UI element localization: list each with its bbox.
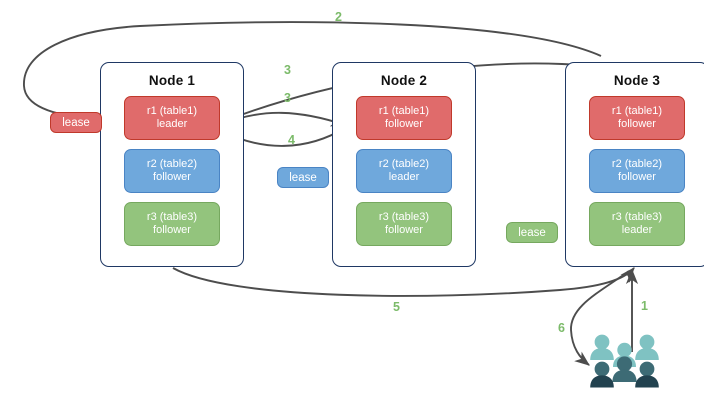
- replica-role: leader: [621, 224, 653, 236]
- replica-name: r1 (table1): [611, 104, 663, 117]
- step-label-2: 2: [335, 10, 342, 24]
- step-label-3b: 3: [284, 91, 291, 105]
- node-title: Node 2: [380, 73, 428, 88]
- node-title: Node 3: [613, 73, 661, 88]
- replica-name: r2 (table2): [378, 157, 430, 170]
- replica-name: r2 (table2): [146, 157, 198, 170]
- replica-name: r1 (table1): [378, 104, 430, 117]
- replica-role: follower: [153, 224, 191, 236]
- replica-name: r3 (table3): [146, 210, 198, 223]
- replica-r2[interactable]: r2 (table2) leader: [356, 149, 452, 193]
- lease-chip-green[interactable]: lease: [506, 222, 558, 243]
- arrow-step-5: [172, 267, 635, 297]
- replica-role: follower: [618, 171, 656, 183]
- replica-r3[interactable]: r3 (table3) follower: [124, 202, 220, 246]
- replica-r2[interactable]: r2 (table2) follower: [589, 149, 685, 193]
- step-label-3a: 3: [284, 63, 291, 77]
- users-group-icon: [590, 334, 659, 388]
- replica-role: follower: [385, 224, 423, 236]
- lease-label: lease: [62, 116, 90, 129]
- replica-r3[interactable]: r3 (table3) follower: [356, 202, 452, 246]
- replica-name: r3 (table3): [378, 210, 430, 223]
- replica-r2[interactable]: r2 (table2) follower: [124, 149, 220, 193]
- node-container-1[interactable]: Node 1 r1 (table1) leader r2 (table2) fo…: [100, 62, 244, 267]
- replica-name: r2 (table2): [611, 157, 663, 170]
- step-label-1: 1: [641, 299, 648, 313]
- replica-name: r3 (table3): [611, 210, 663, 223]
- lease-chip-red[interactable]: lease: [50, 112, 102, 133]
- replica-role: leader: [388, 171, 420, 183]
- replica-r1[interactable]: r1 (table1) follower: [356, 96, 452, 140]
- replica-r1[interactable]: r1 (table1) follower: [589, 96, 685, 140]
- node-title: Node 1: [148, 73, 196, 88]
- lease-label: lease: [518, 226, 546, 239]
- replica-role: follower: [153, 171, 191, 183]
- replica-role: follower: [618, 118, 656, 130]
- step-label-4: 4: [288, 133, 295, 147]
- step-label-6: 6: [558, 321, 565, 335]
- lease-chip-blue[interactable]: lease: [277, 167, 329, 188]
- replica-r1[interactable]: r1 (table1) leader: [124, 96, 220, 140]
- replica-name: r1 (table1): [146, 104, 198, 117]
- step-label-5: 5: [393, 300, 400, 314]
- replica-r3[interactable]: r3 (table3) leader: [589, 202, 685, 246]
- lease-label: lease: [289, 171, 317, 184]
- replica-role: follower: [385, 118, 423, 130]
- node-container-3[interactable]: Node 3 r1 (table1) follower r2 (table2) …: [565, 62, 704, 267]
- replica-role: leader: [156, 118, 188, 130]
- node-container-2[interactable]: Node 2 r1 (table1) follower r2 (table2) …: [332, 62, 476, 267]
